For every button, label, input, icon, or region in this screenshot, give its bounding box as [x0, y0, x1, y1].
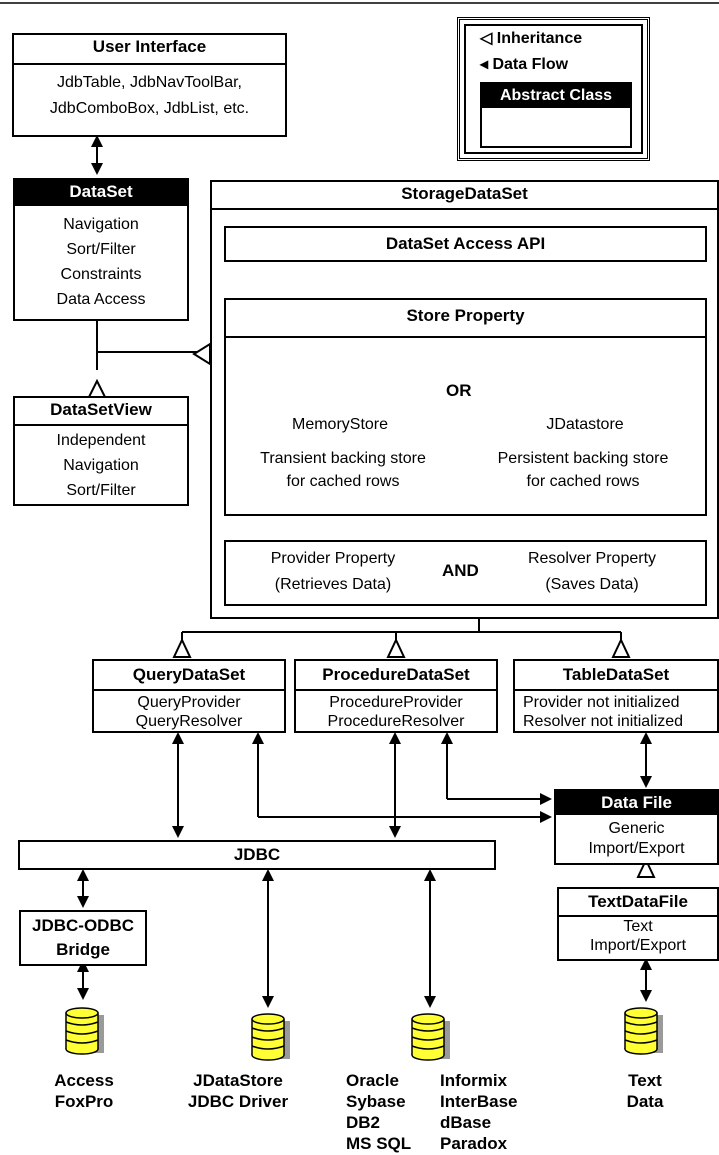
data-file-box: Data File Generic Import/Export [554, 789, 719, 865]
legend-abstract-class: Abstract Class [480, 82, 632, 148]
access-label: Access [54, 1071, 114, 1090]
data-file-line2: Import/Export [588, 840, 685, 857]
interbase-label: InterBase [440, 1092, 518, 1111]
mssql-label: MS SQL [346, 1134, 412, 1153]
provider-property-line2: (Retrieves Data) [274, 576, 392, 593]
text-data-file-title: TextDataFile [588, 892, 688, 911]
dbase-label: dBase [440, 1113, 492, 1132]
access-database-icon [65, 1007, 104, 1055]
jdatastore-driver-label1: JDataStore [193, 1071, 283, 1090]
legend-abstract-class-label: Abstract Class [482, 84, 630, 108]
resolver-property-line1: Resolver Property [527, 550, 657, 567]
sybase-label: Sybase [346, 1092, 406, 1111]
procedure-dataset-box: ProcedureDataSet ProcedureProvider Proce… [294, 659, 498, 733]
user-interface-line2: JdbComboBox, JdbList, etc. [49, 100, 250, 117]
procedure-resolver: ProcedureResolver [327, 713, 465, 730]
jdbc-odbc-bridge-box: JDBC-ODBC Bridge [19, 910, 147, 966]
query-provider: QueryProvider [137, 694, 241, 711]
db2-label: DB2 [346, 1113, 381, 1132]
paradox-label: Paradox [440, 1134, 508, 1153]
memory-store-desc2: for cached rows [286, 473, 400, 490]
memory-store-desc1: Transient backing store [260, 450, 426, 467]
jdatastore-driver-label2: JDBC Driver [187, 1092, 289, 1111]
text-data-label2: Data [626, 1092, 664, 1111]
dataset-access-api-box: DataSet Access API [224, 226, 707, 262]
bridge-line1: JDBC-ODBC [32, 916, 134, 935]
dataset-access-api-label: DataSet Access API [385, 234, 546, 253]
bridge-line2: Bridge [56, 940, 110, 959]
datasetview-title: DataSetView [50, 400, 152, 419]
provider-property-line1: Provider Property [270, 550, 396, 567]
jdatastore-desc1: Persistent backing store [497, 450, 669, 467]
table-dataset-box: TableDataSet Provider not initialized Re… [513, 659, 719, 733]
oracle-label: Oracle [346, 1071, 399, 1090]
query-resolver: QueryResolver [135, 713, 243, 730]
datasetview-box: DataSetView Independent Navigation Sort/… [13, 396, 189, 506]
query-dataset-title: QueryDataSet [132, 665, 246, 684]
data-file-line1: Generic [608, 820, 665, 837]
user-interface-line1: JdbTable, JdbNavToolBar, [57, 74, 242, 91]
datasetview-item: Navigation [63, 457, 139, 474]
legend-data-flow: ◂ Data Flow [480, 56, 569, 73]
and-label: AND [442, 561, 479, 580]
jdbc-box: JDBC [18, 840, 496, 870]
store-property-title: Store Property [406, 306, 525, 325]
text-data-file-line2: Import/Export [589, 937, 687, 954]
dataset-item: Sort/Filter [66, 241, 136, 258]
legend-inheritance: ◁ Inheritance [480, 30, 583, 47]
dataset-item: Data Access [56, 291, 146, 308]
table-provider: Provider not initialized [523, 694, 680, 711]
store-property-box: Store Property [224, 298, 707, 516]
dataset-item: Constraints [60, 266, 142, 283]
jdatastore-name: JDatastore [546, 416, 624, 433]
text-data-file-box: TextDataFile Text Import/Export [557, 887, 719, 961]
resolver-property-line2: (Saves Data) [545, 576, 639, 593]
user-interface-title: User Interface [92, 37, 207, 56]
datasetview-item: Independent [56, 432, 146, 449]
jdbc-title: JDBC [233, 845, 281, 864]
legend: ◁ Inheritance ◂ Data Flow Abstract Class [457, 17, 650, 161]
dataset-title: DataSet [15, 180, 187, 206]
informix-label: Informix [440, 1071, 508, 1090]
dataset-item: Navigation [63, 216, 139, 233]
or-label: OR [446, 381, 472, 400]
jdatastore-desc2: for cached rows [526, 473, 640, 490]
procedure-provider: ProcedureProvider [329, 694, 463, 711]
foxpro-label: FoxPro [54, 1092, 114, 1111]
table-resolver: Resolver not initialized [523, 713, 684, 730]
dataset-box: DataSet Navigation Sort/Filter Constrain… [13, 178, 189, 321]
query-dataset-box: QueryDataSet QueryProvider QueryResolver [92, 659, 286, 733]
text-data-file-line1: Text [623, 918, 653, 935]
table-dataset-title: TableDataSet [562, 665, 670, 684]
storage-dataset-title: StorageDataSet [401, 184, 528, 203]
oracle-database-icon [411, 1013, 450, 1061]
datasetview-item: Sort/Filter [66, 482, 136, 499]
text-data-label1: Text [628, 1071, 662, 1090]
text-data-database-icon [624, 1007, 663, 1055]
data-file-title: Data File [556, 791, 717, 815]
memory-store-name: MemoryStore [291, 416, 389, 433]
procedure-dataset-title: ProcedureDataSet [322, 665, 470, 684]
provider-resolver-box [224, 540, 707, 606]
user-interface-box: User Interface JdbTable, JdbNavToolBar, … [12, 33, 287, 137]
jdatastore-driver-database-icon [251, 1013, 290, 1061]
